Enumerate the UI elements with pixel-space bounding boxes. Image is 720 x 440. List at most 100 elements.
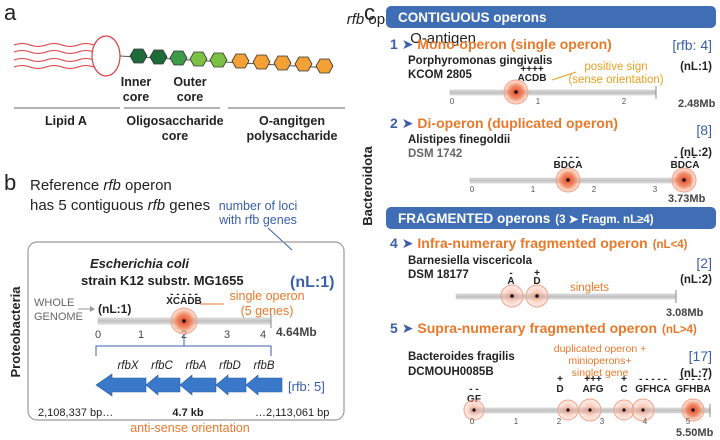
ecoli-nl-big: (nL:1) [290, 274, 334, 291]
ecoli-gene-label: XCADB [166, 296, 202, 307]
section-2-species: Alistipes finegoldii [408, 134, 510, 146]
axis-tick: 2 [557, 417, 562, 426]
section-4-gene-d: D [533, 276, 540, 287]
contiguous-header [386, 6, 716, 28]
s5-gene-gfhba: GFHBA [675, 384, 711, 395]
locus-dot [682, 178, 686, 182]
section-4-title: 4➤ Infra-numerary fragmented operon(nL<4… [390, 235, 688, 251]
axis-tick: 0 [95, 329, 101, 341]
axis-tick: 3 [653, 185, 658, 194]
section-4-axis-end: 3.08Mb [666, 307, 704, 319]
gene-label-rfba: rfbA [185, 360, 206, 372]
section-4-sign-d: + [534, 268, 540, 279]
section-2-nl: (nL:2) [680, 147, 712, 159]
positive-sign-note: positive sign(sense orientation) [568, 61, 663, 86]
operon-size: 4.7 kb [172, 407, 203, 419]
gene-arrow-rfbd [215, 374, 247, 396]
ecoli-strain: strain K12 substr. MG1655 [81, 273, 244, 288]
locus-dot [622, 408, 626, 412]
section-4-sign-a: - [509, 268, 512, 279]
s5-sign-afg: +++ [584, 374, 602, 385]
locus-dot [514, 90, 518, 94]
hexagon-orange [273, 55, 292, 71]
axis-tick: 2 [592, 185, 597, 194]
section-2-signs-2: - - - - [674, 152, 696, 163]
s5-sign-gfhba: - - - - - [679, 374, 707, 385]
section-1-axis-end: 2.48Mb [678, 98, 716, 110]
section-4-nl: (nL:2) [680, 274, 712, 286]
axis-tick: 1 [138, 329, 144, 341]
section-1-signs: ++++ [520, 64, 544, 75]
section-1-species: Porphyromonas gingivalis [408, 55, 552, 67]
locus-dot [588, 408, 592, 412]
ecoli-species: Escherichia coli [90, 256, 189, 271]
s5-gene-afg: AFG [582, 384, 603, 395]
panel-c-letter: c [364, 0, 375, 25]
section-2-gene-1: BDCA [554, 160, 583, 171]
locus-dot [641, 408, 645, 412]
locus-dot [510, 294, 514, 298]
gene-label-rfbb: rfbB [253, 360, 274, 372]
panel-b-title-line2: has 5 contiguous rfb genes [30, 197, 210, 214]
section-1-strain: KCOM 2805 [408, 69, 473, 81]
loci-note-pointer [267, 227, 293, 251]
section-4-count: [2] [696, 255, 712, 271]
axis-tick: 1 [536, 97, 541, 106]
hexagon-orange [231, 53, 250, 69]
locus-dot [182, 319, 186, 323]
panel-a-letter: a [4, 0, 17, 25]
locus-dot [566, 408, 570, 412]
gene-arrow-rfba [179, 374, 217, 396]
section-1-nl: (nL:1) [680, 61, 712, 73]
panel-b-letter: b [4, 170, 16, 195]
s5-gene-d: D [556, 384, 563, 395]
bp-end: …2,113,061 bp [255, 407, 329, 419]
axis-tick: 1 [531, 185, 536, 194]
axis-tick: 0 [470, 417, 475, 426]
section-4-strain: DSM 18177 [408, 269, 469, 281]
hexagon-light-green [209, 52, 228, 68]
section-2-axis-end: 3.73Mb [668, 193, 706, 205]
section-5-note: duplicated operon +minioperons+singlet g… [554, 343, 647, 379]
section-2-strain: DSM 1742 [408, 148, 462, 160]
whole-genome-arrowhead [90, 306, 95, 312]
axis-tick: 4 [260, 329, 266, 341]
sugar-chain [129, 48, 334, 74]
panel-a-title-line2: O-antigen [410, 30, 476, 47]
hexagon-light-green [189, 51, 208, 67]
section-2-axis-ticks: 0 1 2 3 [470, 185, 658, 194]
ecoli-axis-end: 4.64Mb [276, 325, 317, 339]
section-5-axis-ticks: 0 1 2 3 4 5 [470, 417, 691, 426]
panel-b-title-line1: Reference rfb operon [30, 177, 172, 194]
section-5-species: Bacteroides fragilis [408, 351, 515, 363]
s5-sign-d: + [557, 374, 563, 385]
hexagon-dark-green [129, 48, 148, 64]
gene-arrows [95, 373, 283, 397]
s5-gene-gfhca: GFHCA [635, 384, 671, 395]
axis-tick: 0 [470, 185, 475, 194]
section-5-strain: DCMOUH0085B [408, 366, 494, 378]
section-4-species: Barnesiella viscericola [408, 255, 533, 267]
locus-dot [566, 178, 570, 182]
hexagon-orange [315, 58, 334, 74]
antisense-note: anti-sense orientation [130, 421, 250, 435]
positive-sign-pointer [551, 71, 577, 81]
fragmented-header-text: FRAGMENTED operons(3 ➤ Fragm. nL≥4) [398, 211, 654, 226]
section-1-axis [449, 89, 657, 96]
hexagon-orange [294, 56, 313, 72]
s5-gene-c: C [620, 384, 627, 395]
section-5-count: [17] [689, 348, 712, 364]
section-1-gene: ACDB [518, 73, 547, 84]
single-operon-note: single operon(5 genes) [229, 289, 304, 318]
section-5-title: 5➤ Supra-numerary fragmented operon(nL>4… [390, 320, 697, 336]
gene-arrow-rfbx [95, 373, 147, 397]
section-4-axis [455, 293, 677, 300]
gene-labels: rfbX rfbC rfbA rfbD rfbB [117, 360, 274, 372]
section-2-title: 2➤ Di-operon (duplicated operon) [390, 115, 618, 131]
hexagon-dark-green [149, 49, 168, 65]
section-1-title: 1➤ Mono-operon (single operon) [390, 36, 612, 52]
